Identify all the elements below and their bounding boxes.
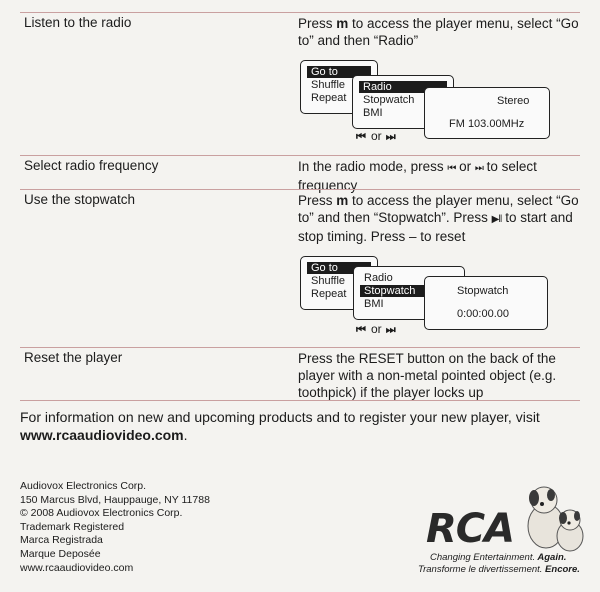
prev-icon: ⏮: [356, 131, 367, 143]
task-label: Reset the player: [24, 350, 123, 365]
website-link[interactable]: www.rcaaudiovideo.com: [20, 427, 184, 443]
task-label: Use the stopwatch: [24, 192, 136, 207]
next-icon: ⏭: [385, 324, 397, 336]
screen-line: FM 103.00MHz: [449, 118, 525, 130]
address-website[interactable]: www.rcaaudiovideo.com: [20, 561, 134, 574]
menu-item: Shuffle: [311, 275, 346, 287]
prev-icon: ⏮: [356, 324, 367, 336]
nav-prev-next: ⏮ or ⏭: [356, 129, 397, 143]
menu-item: Repeat: [311, 288, 347, 300]
row-reset-player: Reset the player Press the RESET button …: [20, 347, 580, 401]
menu-item: Stopwatch: [363, 94, 415, 106]
task-label: Listen to the radio: [24, 15, 132, 30]
next-icon: ⏭: [385, 131, 397, 143]
menu-item: Shuffle: [311, 79, 346, 91]
rca-logo: RCA: [426, 506, 515, 552]
screen-line: 0:00:00.00: [457, 308, 509, 320]
row-listen-radio: Listen to the radio Press m to access th…: [20, 12, 580, 156]
instruction-text: Press the RESET button on the back of th…: [298, 351, 557, 400]
tagline-en: Changing Entertainment. Again.: [430, 552, 567, 563]
play-pause-icon: ▶‖: [491, 214, 503, 225]
menu-item: BMI: [364, 298, 384, 310]
nipper-chipper-dogs-icon: [527, 486, 584, 552]
task-label: Select radio frequency: [24, 158, 159, 173]
register-info: For information on new and upcoming prod…: [20, 409, 540, 443]
tagline-fr: Transforme le divertissement. Encore.: [418, 564, 580, 575]
menu-item: Radio: [364, 272, 393, 284]
screen-line: Stereo: [497, 95, 530, 107]
rca-brand: RCA Changing Entertainment. Again. Trans…: [418, 480, 590, 580]
row-stopwatch: Use the stopwatch Press m to access the …: [20, 189, 580, 348]
menu-item: Repeat: [311, 92, 347, 104]
nav-prev-next: ⏮ or ⏭: [356, 322, 397, 336]
instruction-text: Press m to access the player menu, selec…: [298, 193, 579, 244]
stopwatch-screen: Stopwatch 0:00:00.00: [424, 276, 548, 330]
row-select-frequency: Select radio frequency In the radio mode…: [20, 155, 580, 193]
radio-screen: Stereo FM 103.00MHz: [424, 87, 550, 139]
instruction-text: Press m to access the player menu, selec…: [298, 16, 579, 48]
prev-icon: ⏮: [447, 163, 456, 174]
screen-line: Stopwatch: [457, 285, 509, 297]
company-address: Audiovox Electronics Corp. 150 Marcus Bl…: [20, 480, 210, 574]
menu-item: BMI: [363, 107, 383, 119]
next-icon: ⏭: [474, 163, 484, 174]
